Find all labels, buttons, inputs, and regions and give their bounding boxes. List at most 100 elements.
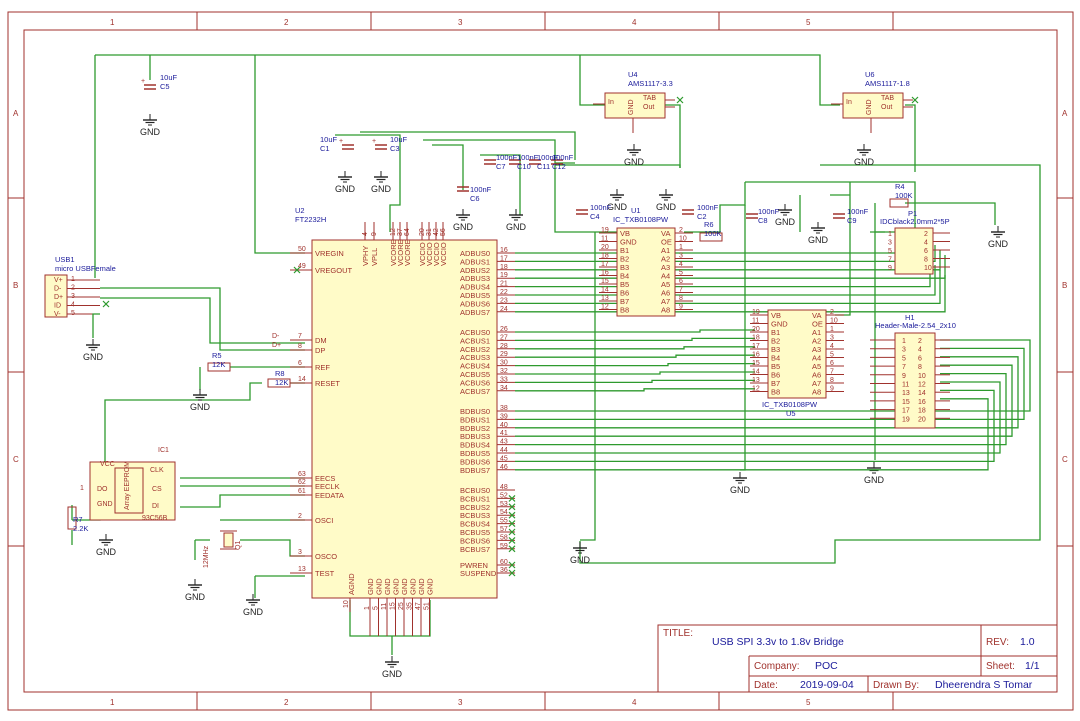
pin-name: REF (315, 363, 330, 372)
frame-row-labels: A B C A B C (13, 109, 1068, 464)
net-label: D- (272, 333, 280, 340)
translator-name: U1 (631, 206, 641, 215)
pin-number: 8 (924, 257, 928, 264)
no-connect-stroke (508, 494, 516, 502)
column-label: 2 (284, 698, 289, 707)
capacitor-value: 100nF (537, 153, 559, 162)
pin-number: 12 (918, 382, 926, 389)
pin-number: 39 (500, 413, 508, 420)
row-label: A (1062, 109, 1068, 118)
wire (515, 381, 1001, 454)
header-value: Header-Male-2.54_2x10 (875, 321, 956, 330)
pin-name: ACBUS2 (460, 345, 490, 354)
eeprom-value: 93C56B (142, 515, 168, 522)
pin-name: GND (620, 238, 637, 247)
pin-name: BCBUS0 (460, 486, 490, 495)
column-label: 5 (806, 18, 811, 27)
ground-label: GND (656, 202, 677, 212)
no-connect-mark (508, 511, 516, 519)
no-connect-stroke (508, 511, 516, 519)
pin-name: B1 (771, 328, 780, 337)
drawing-title: USB SPI 3.3v to 1.8v Bridge (712, 636, 844, 648)
pin-number: 9 (830, 386, 834, 393)
pin-name: ACBUS3 (460, 353, 490, 362)
pin-name: GND (426, 578, 435, 595)
pin-number: 51 (424, 602, 431, 610)
pin-name: OE (661, 238, 672, 247)
sheet-label: Sheet: (986, 661, 1015, 672)
pin-name: ADBUS1 (460, 257, 490, 266)
pin-number: 7 (888, 257, 892, 264)
pin-name: OSCO (315, 552, 337, 561)
pin-name: GND (400, 578, 409, 595)
pin-name: EECS (315, 474, 335, 483)
pin-number: 2 (298, 513, 302, 520)
column-label: 5 (806, 698, 811, 707)
pin-number: 13 (752, 377, 760, 384)
capacitor-value: 100nF (697, 203, 719, 212)
pin-number: 35 (407, 602, 414, 610)
ground-symbol: GND (371, 171, 392, 194)
pin-name: VCCIO (425, 242, 434, 266)
pin-number: 19 (752, 309, 760, 316)
pin-number: 38 (500, 405, 508, 412)
pin-name: RESET (315, 379, 340, 388)
pin-name: ACBUS1 (460, 336, 490, 345)
pin-number: 63 (298, 471, 306, 478)
pin-name: A7 (661, 297, 670, 306)
regulator-name: U6 (865, 70, 875, 79)
capacitor-name: C6 (470, 194, 480, 203)
pin-number: 4 (918, 347, 922, 354)
pin-number: 25 (398, 602, 405, 610)
company-label: Company: (754, 661, 800, 672)
pin-number: 16 (918, 399, 926, 406)
wire (515, 388, 755, 392)
capacitor-value: 100nF (847, 207, 869, 216)
ground-symbol: GND (854, 144, 875, 167)
usb-pin-name: D+ (54, 294, 63, 301)
capacitor-value: 100nF (517, 153, 539, 162)
pin-number: 9 (679, 304, 683, 311)
pin-name: BDBUS5 (460, 449, 490, 458)
pin-number: 60 (500, 559, 508, 566)
resistor-name: R7 (73, 515, 83, 524)
pin-name: DP (315, 346, 325, 355)
pin-number: 26 (500, 326, 508, 333)
pin-number: 8 (298, 343, 302, 350)
eeprom-inner (114, 467, 144, 514)
pin-number: 19 (902, 416, 910, 423)
pin-number: 11 (601, 236, 608, 243)
capacitor-name: C7 (496, 162, 506, 171)
pin-name: VCC (100, 461, 115, 468)
pin-number: 48 (500, 484, 508, 491)
pin-name: VCCIO (432, 242, 441, 266)
capacitor-name: C11 (537, 162, 550, 171)
rev-value: 1.0 (1020, 636, 1035, 648)
pin-name: B8 (771, 388, 780, 397)
pin-number: 7 (298, 333, 302, 340)
pin-number: 3 (298, 549, 302, 556)
pin-number: 21 (500, 281, 508, 288)
bus-wires (515, 240, 1031, 471)
pin-number: 33 (500, 376, 508, 383)
date-value: 2019-09-04 (800, 679, 854, 691)
chip-value: FT2232H (295, 215, 326, 224)
wire (515, 371, 755, 375)
pin-name: ACBUS5 (460, 370, 490, 379)
pin-number: 15 (902, 399, 910, 406)
pin-label: TAB (643, 95, 656, 102)
pin-name: A4 (661, 272, 670, 281)
no-connect-mark (676, 96, 684, 104)
date-label: Date: (754, 680, 778, 691)
regulator-name: U4 (628, 70, 638, 79)
resistor-body (267, 378, 291, 388)
pin-name: DI (152, 503, 159, 510)
